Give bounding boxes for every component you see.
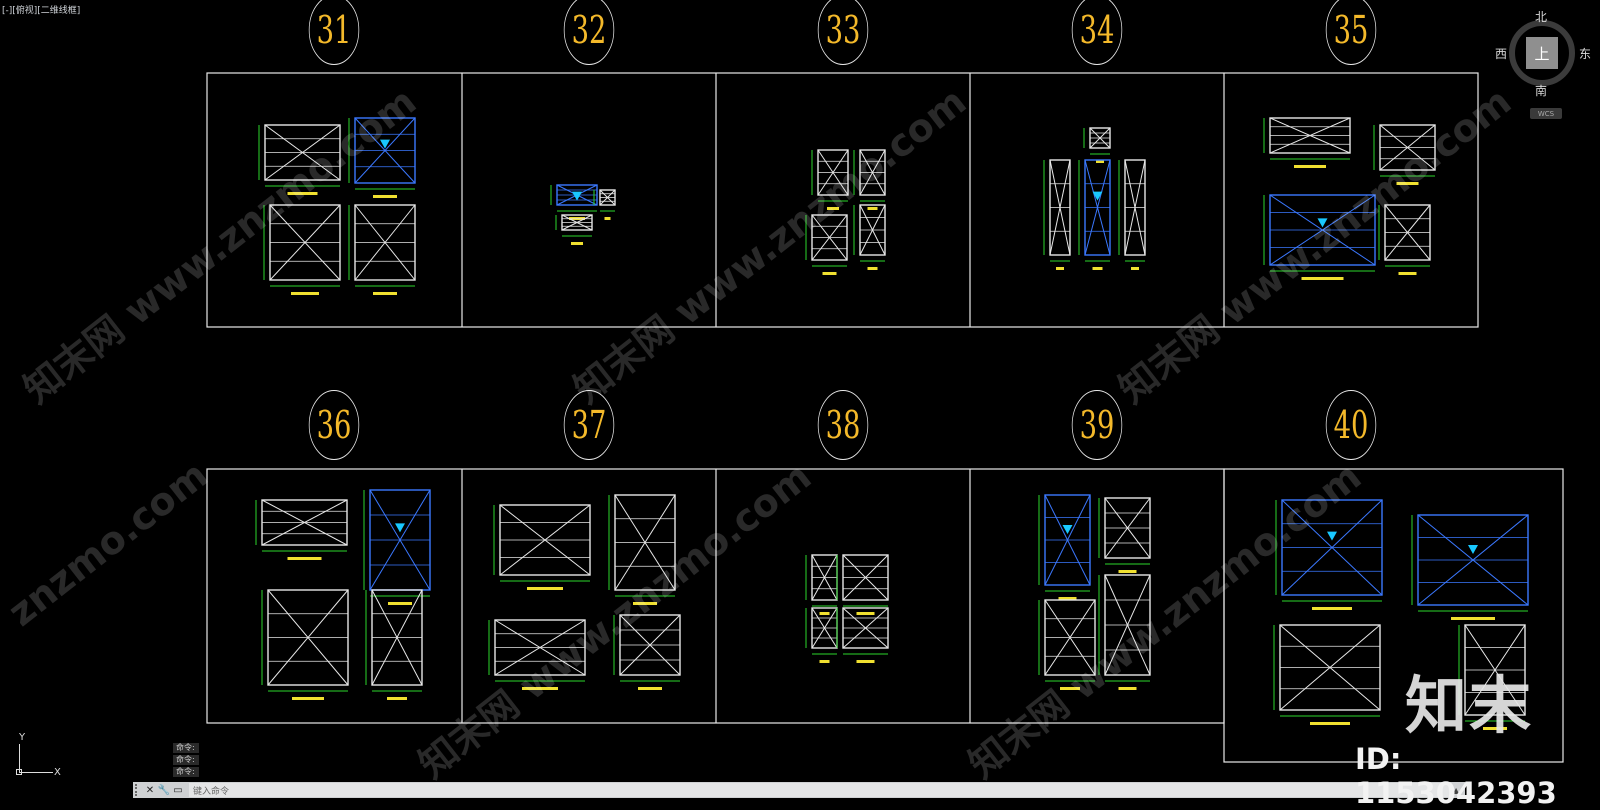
panel-number-37: 37	[563, 390, 615, 460]
view-marker	[1317, 218, 1328, 228]
caption-text	[1118, 570, 1137, 573]
watermark-logo: 知末	[1405, 669, 1534, 742]
caption-text	[1301, 277, 1344, 280]
watermark-id: ID: 1153042393	[1355, 742, 1557, 810]
view-marker	[1327, 531, 1337, 541]
panel-number-32: 32	[563, 0, 615, 65]
caption-text	[1483, 727, 1507, 730]
view-marker	[380, 139, 390, 149]
view-marker	[1062, 525, 1073, 534]
wrench-icon[interactable]: 🔧	[157, 784, 171, 796]
panel-number-31: 31	[308, 0, 360, 65]
ucs-y-label: Y	[19, 732, 26, 743]
ucs-icon: Y X	[10, 732, 70, 787]
viewport-label[interactable]: [-][俯视][二维线框]	[2, 6, 81, 16]
caption-text	[822, 272, 837, 275]
history-line: 命令:	[173, 767, 199, 777]
caption-text	[819, 612, 830, 615]
caption-text	[387, 697, 407, 700]
command-line: ✕ 🔧 ▭ 键入命令 ▲	[133, 782, 1465, 798]
caption-text	[1096, 160, 1104, 163]
viewcube-west[interactable]: 西	[1495, 47, 1508, 61]
sheet-frame-40	[1223, 468, 1564, 763]
caption-text	[1060, 687, 1080, 690]
caption-text	[867, 207, 878, 210]
sheet-frame-top	[206, 72, 1479, 328]
caption-text	[373, 292, 397, 295]
command-menu-icon[interactable]: ▭	[173, 784, 183, 796]
caption-text	[388, 602, 412, 605]
caption-text	[1312, 607, 1352, 610]
caption-text	[1058, 597, 1077, 600]
caption-text	[1118, 687, 1137, 690]
viewcube[interactable]: 上 北 南 西 东	[1495, 10, 1591, 102]
panel-number-36: 36	[308, 390, 360, 460]
caption-text	[571, 242, 583, 245]
panel-number-33: 33	[817, 0, 869, 65]
command-history: 命令: 命令: 命令:	[173, 743, 199, 779]
grip-handle[interactable]	[135, 784, 143, 796]
caption-text	[522, 687, 558, 690]
caption-text	[1131, 267, 1139, 270]
history-line: 命令:	[173, 743, 199, 753]
caption-text	[604, 217, 611, 220]
caption-text	[867, 267, 878, 270]
caption-text	[1092, 267, 1103, 270]
view-marker	[395, 523, 405, 533]
panel-number-39: 39	[1071, 390, 1123, 460]
caption-text	[638, 687, 662, 690]
caption-text	[633, 602, 657, 605]
caption-text	[1294, 165, 1326, 168]
panel-number-40: 40	[1325, 390, 1377, 460]
caption-text	[856, 612, 875, 615]
caption-text	[527, 587, 563, 590]
caption-text	[291, 292, 319, 295]
chevron-up-icon[interactable]: ▲	[1453, 785, 1460, 795]
command-input[interactable]: 键入命令	[189, 783, 1449, 797]
close-icon[interactable]: ✕	[145, 784, 155, 796]
caption-text	[1451, 617, 1495, 620]
view-marker	[1092, 191, 1103, 201]
viewcube-north[interactable]: 北	[1535, 10, 1548, 24]
caption-text	[1310, 722, 1350, 725]
caption-text	[292, 697, 324, 700]
wcs-menu[interactable]: WCS	[1530, 108, 1562, 119]
panel-number-35: 35	[1325, 0, 1377, 65]
viewcube-east[interactable]: 东	[1579, 47, 1592, 61]
viewcube-ring[interactable]	[1509, 20, 1575, 86]
panel-number-38: 38	[817, 390, 869, 460]
viewcube-top-face[interactable]: 上	[1526, 37, 1558, 69]
view-marker	[1468, 545, 1478, 554]
view-marker	[572, 191, 582, 201]
caption-text	[819, 660, 830, 663]
caption-text	[1398, 272, 1417, 275]
caption-text	[1056, 267, 1064, 270]
viewcube-south[interactable]: 南	[1535, 84, 1548, 98]
caption-text	[287, 557, 322, 560]
panel-number-34: 34	[1071, 0, 1123, 65]
ucs-x-label: X	[54, 767, 61, 778]
caption-text	[856, 660, 875, 663]
caption-text	[373, 195, 397, 198]
caption-text	[287, 192, 318, 195]
caption-text	[1396, 182, 1419, 185]
caption-text	[827, 207, 839, 210]
history-line: 命令:	[173, 755, 199, 765]
